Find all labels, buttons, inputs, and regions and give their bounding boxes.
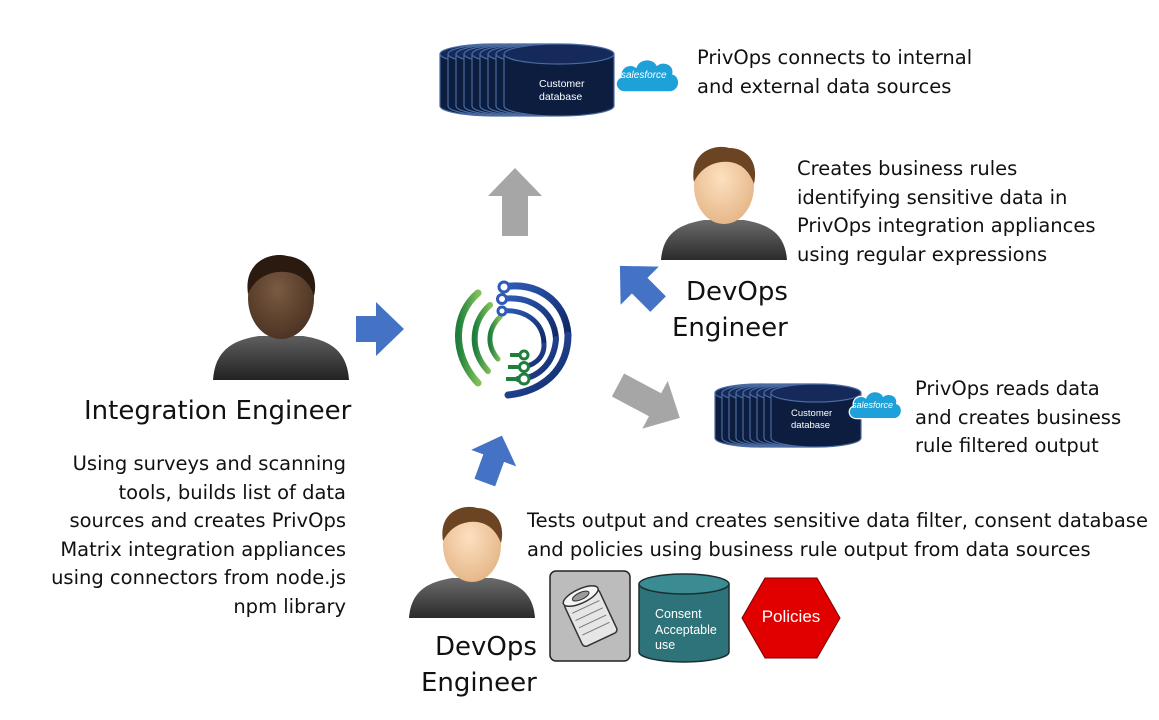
caption-line: npm library	[233, 594, 346, 618]
caption-line: PrivOps reads data	[915, 377, 1100, 400]
integration-engineer-caption: Using surveys and scanning tools, builds…	[28, 450, 346, 621]
filter-icon	[549, 570, 631, 662]
consent-database-label: Consent Acceptable use	[655, 607, 717, 654]
database-disc	[770, 383, 862, 448]
blue-right-arrow-icon	[356, 302, 404, 356]
caption-line: Matrix integration appliances	[60, 537, 346, 561]
role-line: Engineer	[672, 313, 788, 343]
consent-database-icon	[638, 573, 730, 663]
devops-bottom-person-icon	[409, 506, 535, 618]
consent-line: Acceptable	[655, 622, 717, 637]
caption-line: and policies using business rule output …	[527, 537, 1091, 561]
right-salesforce-label: salesforce	[852, 400, 894, 410]
role-line: Engineer	[421, 668, 537, 698]
role-line: DevOps	[435, 632, 537, 662]
devops-top-role-2: Engineer	[672, 311, 788, 345]
right-database-stack-icon	[714, 383, 862, 448]
devops-top-role: DevOps	[686, 275, 788, 309]
devops-top-caption: Creates business rules identifying sensi…	[797, 155, 1096, 269]
blue-up-arrow-icon	[471, 435, 517, 487]
devops-top-person-icon	[661, 146, 787, 260]
caption-line: and external data sources	[697, 74, 952, 98]
caption-line: PrivOps connects to internal	[697, 46, 973, 69]
caption-line: Tests output and creates sensitive data …	[527, 509, 1148, 532]
integration-engineer-person-icon	[213, 255, 349, 380]
gray-up-arrow-icon	[488, 168, 542, 236]
top-database-stack-icon	[439, 43, 615, 117]
caption-line: Using surveys and scanning	[72, 452, 346, 475]
right-salesforce-cloud-icon	[848, 391, 903, 420]
right-database-label-text: Customer database	[791, 408, 833, 431]
policies-label: Policies	[761, 607, 821, 626]
policies-octagon-icon	[741, 577, 841, 659]
top-database-label-text: Customer database	[539, 78, 585, 103]
gray-right-arrow-icon	[611, 373, 680, 429]
integration-engineer-role: Integration Engineer	[84, 396, 352, 426]
privops-logo-icon	[455, 280, 572, 399]
blue-arrow-devops-top-icon	[619, 265, 666, 312]
top-database-label: Customer database	[539, 78, 609, 104]
caption-line: tools, builds list of data	[118, 480, 346, 504]
caption-line: using connectors from node.js	[51, 566, 346, 589]
caption-line: identifying sensitive data in	[797, 185, 1068, 209]
consent-line: use	[655, 638, 676, 652]
devops-bottom-role: DevOps	[435, 630, 537, 664]
caption-line: using regular expressions	[797, 242, 1048, 266]
caption-line: rule filtered output	[915, 434, 1099, 457]
database-disc	[503, 43, 615, 117]
caption-line: and creates business	[915, 405, 1122, 429]
caption-line: sources and creates PrivOps	[69, 509, 346, 532]
devops-bottom-caption: Tests output and creates sensitive data …	[527, 507, 1148, 564]
top-database-caption: PrivOps connects to internal and externa…	[697, 44, 972, 101]
role-line: DevOps	[686, 277, 788, 307]
consent-line: Consent	[655, 607, 702, 621]
devops-bottom-role-2: Engineer	[421, 666, 537, 700]
right-database-caption: PrivOps reads data and creates business …	[915, 375, 1121, 461]
top-salesforce-cloud-icon	[615, 58, 680, 93]
right-database-label: Customer database	[791, 408, 851, 432]
caption-line: PrivOps integration appliances	[797, 214, 1096, 237]
top-salesforce-label: salesforce	[621, 70, 667, 81]
caption-line: Creates business rules	[797, 157, 1018, 180]
